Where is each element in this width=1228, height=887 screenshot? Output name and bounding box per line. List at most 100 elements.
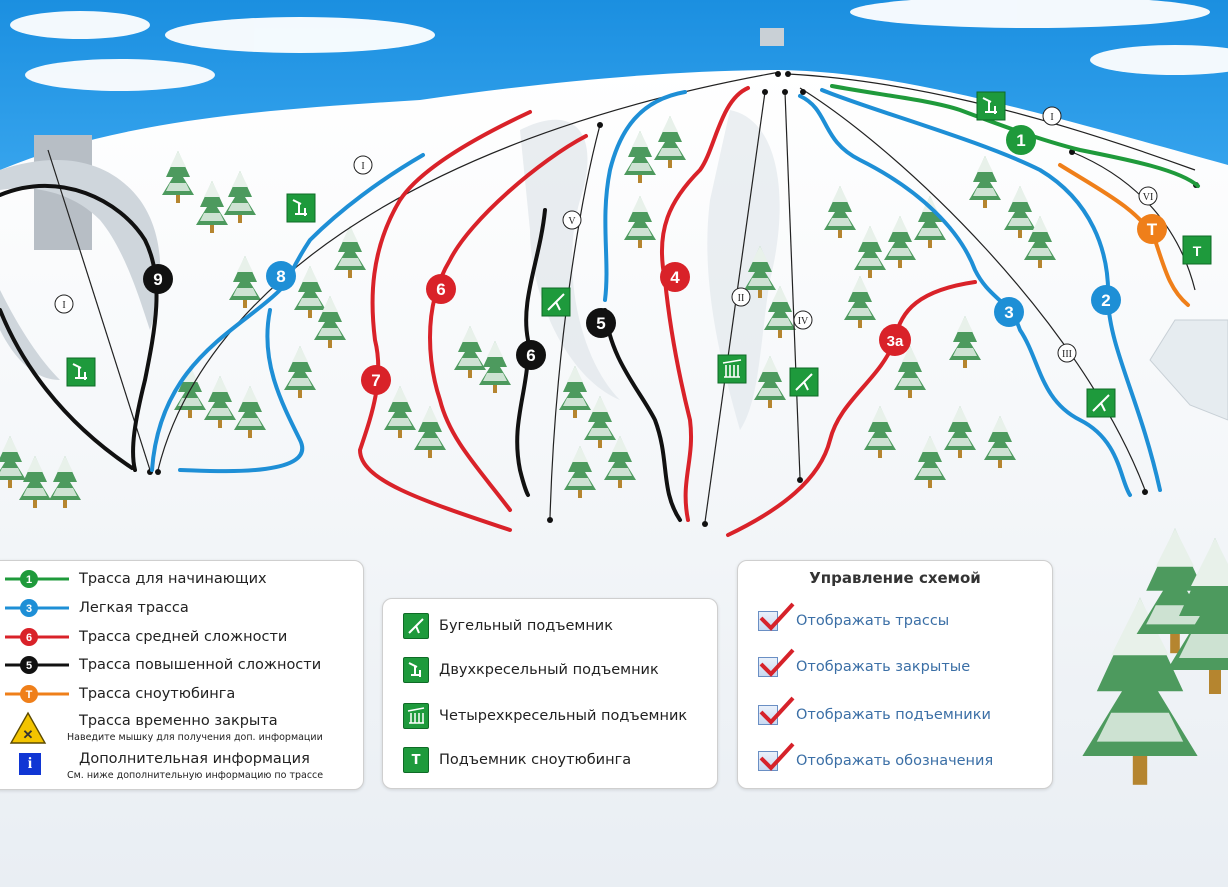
checkbox-closed[interactable] (758, 648, 795, 677)
lift-label-I-left: I (54, 294, 74, 314)
checkbox-pistes[interactable] (758, 602, 795, 631)
building (1149, 319, 1228, 421)
piste-badge-3a[interactable]: 3a (879, 324, 911, 356)
tbar-icon (403, 613, 429, 639)
piste-badge-9[interactable]: 9 (143, 264, 173, 294)
toggle-closed-label[interactable]: Отображать закрытые (796, 659, 971, 675)
svg-text:Т: Т (1193, 243, 1202, 259)
checkmark-icon (759, 602, 795, 631)
checkmark-icon (759, 648, 795, 677)
toggle-pistes-label[interactable]: Отображать трассы (796, 613, 950, 629)
piste-badge-8[interactable]: 8 (266, 261, 296, 291)
summit-hut (760, 28, 784, 46)
piste-badge-2[interactable]: 2 (1091, 285, 1121, 315)
legend-tubing-text: Трасса сноутюбинга (79, 686, 236, 702)
tbar-icon (541, 287, 571, 317)
svg-text:I: I (1050, 112, 1053, 123)
piste-badge-3[interactable]: 3 (994, 297, 1024, 327)
lift-endpoints (147, 71, 1199, 527)
checkmark-icon (759, 696, 795, 725)
toggle-symbols-label[interactable]: Отображать обозначения (796, 753, 994, 769)
svg-text:6: 6 (436, 280, 445, 299)
checkmark-icon (759, 742, 795, 771)
legend-chair4: Четырехкресельный подъемник (403, 703, 687, 729)
chairlift-icon (403, 657, 429, 683)
svg-text:4: 4 (670, 268, 680, 287)
toggle-lifts[interactable]: Отображать подъемники (758, 696, 991, 730)
toggle-pistes[interactable]: Отображать трассы (758, 602, 950, 636)
piste-badge-7[interactable]: 7 (361, 365, 391, 395)
legend-intermediate: 6 Трасса средней сложности (0, 626, 287, 648)
lift-label-I-right: I (1042, 106, 1062, 126)
map-lift-icons: Т (66, 91, 1212, 418)
svg-text:3a: 3a (887, 333, 904, 350)
svg-text:7: 7 (371, 371, 380, 390)
legend-tbar: Бугельный подъемник (403, 613, 613, 639)
toggle-symbols[interactable]: Отображать обозначения (758, 742, 994, 776)
toggle-lifts-label[interactable]: Отображать подъемники (796, 707, 991, 723)
legend-line-green: 1 (5, 570, 69, 588)
svg-text:IV: IV (798, 316, 809, 327)
svg-text:2: 2 (1101, 291, 1110, 310)
piste-legend: 1 Трасса для начинающих 3 Легкая трасса … (0, 560, 364, 790)
svg-text:5: 5 (596, 314, 605, 333)
lift-legend: Бугельный подъемник Двухкресельный подъе… (382, 598, 718, 789)
piste-badge-6-black[interactable]: 6 (516, 340, 546, 370)
controls-title: Управление схемой (809, 569, 981, 587)
tbar-icon (1086, 388, 1116, 418)
tubing-lift-icon: Т (1182, 235, 1212, 265)
legend-info: i Дополнительная информация См. ниже доп… (9, 749, 359, 785)
chairlift-icon (976, 91, 1006, 121)
svg-text:1: 1 (26, 574, 32, 586)
legend-beginner-text: Трасса для начинающих (79, 571, 267, 587)
svg-text:6: 6 (26, 632, 32, 644)
legend-chair2-text: Двухкресельный подъемник (439, 662, 659, 678)
svg-text:I: I (62, 300, 65, 311)
svg-text:1: 1 (1016, 131, 1025, 150)
piste-badge-6-red[interactable]: 6 (426, 274, 456, 304)
legend-closed-sub: Наведите мышку для получения доп. информ… (67, 732, 323, 743)
legend-tubing-lift-text: Подъемник сноутюбинга (439, 752, 632, 768)
chairlift-icon (286, 193, 316, 223)
info-icon: i (19, 753, 41, 775)
lift-label-II: II (731, 287, 751, 307)
lift-lines (47, 71, 1196, 523)
lift-label-IV: IV (793, 310, 813, 330)
checkbox-lifts[interactable] (758, 696, 795, 725)
svg-text:II: II (738, 293, 745, 304)
legend-closed: ✕ Трасса временно закрыта Наведите мышку… (9, 711, 359, 747)
svg-text:8: 8 (276, 267, 285, 286)
ski-jump (0, 135, 161, 380)
svg-text:III: III (1062, 349, 1072, 360)
tbar-icon (789, 367, 819, 397)
quad-chairlift-icon (403, 703, 429, 729)
lift-label-V: V (562, 210, 582, 230)
legend-chair2: Двухкресельный подъемник (403, 657, 659, 683)
piste-badge-4[interactable]: 4 (660, 262, 690, 292)
svg-text:VI: VI (1143, 192, 1154, 203)
svg-text:Т: Т (26, 689, 33, 701)
legend-line-blue: 3 (5, 599, 69, 617)
legend-tbar-text: Бугельный подъемник (439, 618, 613, 634)
toggle-closed[interactable]: Отображать закрытые (758, 648, 971, 682)
warning-icon: ✕ (9, 711, 47, 744)
legend-advanced: 5 Трасса повышенной сложности (0, 654, 321, 676)
tubing-lift-icon: Т (403, 747, 429, 773)
legend-chair4-text: Четырехкресельный подъемник (439, 708, 688, 724)
checkbox-symbols[interactable] (758, 742, 795, 771)
svg-text:9: 9 (153, 270, 162, 289)
piste-badge-1[interactable]: 1 (1006, 125, 1036, 155)
lift-label-III: III (1057, 343, 1077, 363)
legend-closed-text: Трасса временно закрыта (79, 713, 278, 729)
clouds (10, 0, 1228, 91)
svg-text:✕: ✕ (23, 727, 34, 742)
legend-tubing-lift: Т Подъемник сноутюбинга (403, 747, 631, 773)
legend-tubing: Т Трасса сноутюбинга (0, 683, 235, 705)
legend-intermediate-text: Трасса средней сложности (79, 629, 288, 645)
svg-text:6: 6 (526, 346, 535, 365)
piste-badge-5[interactable]: 5 (586, 308, 616, 338)
legend-advanced-text: Трасса повышенной сложности (79, 657, 322, 673)
lift-labels: I I I II III IV V VI (54, 106, 1158, 363)
piste-badge-tubing[interactable]: Т (1137, 214, 1167, 244)
svg-text:3: 3 (26, 603, 32, 615)
